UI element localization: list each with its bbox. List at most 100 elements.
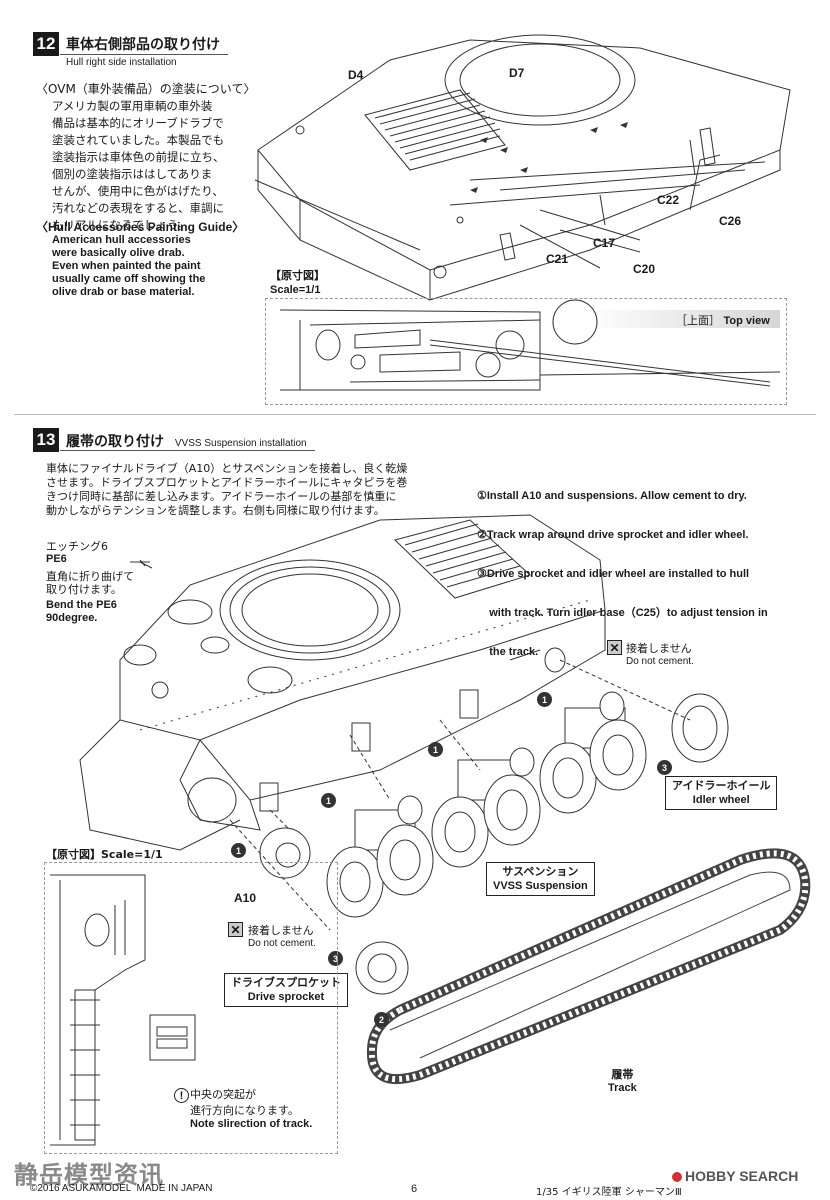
bend-en-1: Bend the PE6 (46, 599, 117, 611)
part-label-c21: C21 (546, 252, 569, 266)
center-note-icon: ! (174, 1088, 189, 1103)
part-label-c22: C22 (657, 193, 680, 207)
step-12-scale-box (265, 298, 787, 405)
body-jp-line: 車体にファイナルドライブ（A10）とサスペンションを接着し、良く乾燥 (46, 462, 408, 475)
watermark-left: 静岳模型资讯 (14, 1161, 164, 1189)
center-jp-1: 中央の突起が (190, 1088, 256, 1101)
step-13-body-en: ①Install A10 and suspensions. Allow ceme… (477, 464, 768, 672)
pe-code: PE6 (46, 553, 67, 565)
guide-line: were basically olive drab. (52, 247, 185, 259)
footer-kit-name: 1/35 イギリス陸軍 シャーマンⅢ (536, 1187, 682, 1198)
ovm-line: 塗装されていました。本製品でも (52, 133, 225, 147)
top-view-drawing (279, 299, 781, 391)
footer-copyright: ©2016 ASUKAMODEL MADE IN JAPAN (30, 1183, 213, 1194)
body-jp-line: きつけ同時に基部に差し込みます。アイドラーホイールの基部を慎重に (46, 490, 397, 503)
ovm-line: 個別の塗装指示ははしてありま (52, 167, 213, 181)
step-13-title-rule (60, 450, 315, 451)
top-view-banner (584, 310, 780, 328)
pe-jp: エッチング6 (46, 540, 108, 553)
track-en: Track (608, 1082, 637, 1094)
pe6-note: エッチング6 PE6 直角に折り曲げて 取り付けます。 Bend the PE6… (46, 540, 134, 625)
ovm-line: 塗装指示は車体色の前提に立ち、 (52, 150, 225, 164)
no-cement-icon: ✕ (228, 922, 243, 937)
bend-jp-2: 取り付けます。 (46, 583, 122, 596)
top-view-en: Top view (723, 315, 770, 327)
step-13-number: 13 (33, 428, 59, 452)
no-cement-lower: 接着しません Do not cement. (248, 922, 316, 949)
step-marker-2: 2 (374, 1012, 389, 1027)
ovm-line: もリアルになるでしょう。 (52, 218, 190, 232)
watermark-right: HOBBY SEARCH (672, 1168, 798, 1184)
part-label-c17: C17 (593, 236, 616, 250)
step-marker-3: 3 (328, 951, 343, 966)
step-12-title-en: Hull right side installation (66, 57, 177, 68)
scale-en: Scale=1/1 (270, 284, 321, 296)
body-en-line: ②Track wrap around drive sprocket and id… (477, 529, 749, 541)
suspension-en: VVSS Suspension (493, 880, 588, 892)
step-marker-1: 1 (537, 692, 552, 707)
part-label-c20: C20 (633, 262, 656, 276)
bend-jp-1: 直角に折り曲げて (46, 570, 134, 583)
part-label-c26: C26 (719, 214, 742, 228)
ovm-line: 備品は基本的にオリーブドラブで (52, 116, 224, 130)
step-13-title-jp: 履帯の取り付け (66, 434, 164, 450)
body-en-line: ①Install A10 and suspensions. Allow ceme… (477, 490, 747, 502)
part-label-a10: A10 (234, 891, 257, 905)
part-label-d4: D4 (348, 68, 364, 82)
sprocket-jp: ドライブスプロケット (231, 976, 341, 989)
body-en-line: the track. (477, 646, 539, 658)
watermark-right-text: HOBBY SEARCH (685, 1168, 799, 1184)
drive-sprocket-label: ドライブスプロケット Drive sprocket (224, 973, 348, 1007)
guide-line: American hull accessories (52, 234, 191, 246)
section-divider (14, 414, 816, 415)
body-jp-line: させます。ドライブスプロケットとアイドラーホイールにキャタピラを巻 (46, 476, 408, 489)
track-jp: 履帯 (611, 1068, 634, 1081)
step-13-scale-label: 【原寸図】Scale=1/1 (46, 848, 163, 861)
no-cement-jp: 接着しません (248, 924, 314, 937)
step-marker-1: 1 (231, 843, 246, 858)
step-13-title-en: VVSS Suspension installation (174, 438, 307, 449)
step-13-title: 履帯の取り付け VVSS Suspension installation (66, 431, 307, 451)
body-en-line: with track. Turn idler base（C25）to adjus… (477, 607, 768, 619)
idler-wheel-label: アイドラーホイール Idler wheel (665, 776, 778, 810)
ovm-line: アメリカ製の軍用車輌の車外装 (52, 99, 213, 113)
ovm-text: アメリカ製の軍用車輌の車外装 備品は基本的にオリーブドラブで 塗装されていました… (52, 98, 252, 234)
center-jp-2: 進行方向になります。 (190, 1104, 299, 1117)
step-12-title: 車体右側部品の取り付け (66, 34, 220, 54)
idler-jp: アイドラーホイール (672, 779, 771, 792)
guide-text: American hull accessories were basically… (52, 234, 205, 299)
body-jp-line: 動かしながらテンションを調整します。右側も同様に取り付けます。 (46, 504, 385, 517)
no-cement-en: Do not cement. (626, 656, 694, 667)
no-cement-jp: 接着しません (626, 642, 692, 655)
center-en: Note slirection of track. (190, 1118, 313, 1130)
ovm-line: 汚れなどの表現をすると、車調に (52, 201, 225, 215)
no-cement-en: Do not cement. (248, 938, 316, 949)
guide-line: Even when painted the paint (52, 260, 201, 272)
step-12-scale-label: 【原寸図】 Scale=1/1 (270, 269, 325, 297)
top-view-jp: ［上面］ (676, 314, 720, 327)
ovm-heading: 〈OVM（車外装備品）の塗装について〉 (36, 82, 256, 96)
suspension-label: サスペンション VVSS Suspension (486, 862, 595, 896)
guide-line: usually came off showing the (52, 273, 206, 285)
step-marker-1: 1 (321, 793, 336, 808)
footer-page-number: 6 (411, 1183, 418, 1195)
center-note: 中央の突起が 進行方向になります。 Note slirection of tra… (190, 1086, 312, 1130)
guide-line: olive drab or base material. (52, 286, 195, 298)
step-12-number: 12 (33, 32, 59, 56)
top-view-label: ［上面］ Top view (676, 312, 770, 328)
no-cement-upper: 接着しません Do not cement. (626, 640, 694, 667)
step-12-title-rule (60, 54, 228, 55)
bend-en-2: 90degree. (46, 612, 98, 624)
part-label-d7: D7 (509, 66, 525, 80)
step-12-title-jp: 車体右側部品の取り付け (66, 37, 220, 53)
scale-jp: 【原寸図】 (270, 269, 325, 282)
step-13-body-jp: 車体にファイナルドライブ（A10）とサスペンションを接着し、良く乾燥 させます。… (46, 462, 466, 518)
step-marker-1: 1 (428, 742, 443, 757)
ovm-line: せんが、使用中に色がはげたり、 (52, 184, 224, 198)
guide-heading: 〈Hull Accessories Painting Guide〉 (36, 220, 245, 234)
step-12-hull-drawing (254, 34, 791, 301)
step-marker-3: 3 (657, 760, 672, 775)
track-label: 履帯 Track (605, 1065, 640, 1095)
